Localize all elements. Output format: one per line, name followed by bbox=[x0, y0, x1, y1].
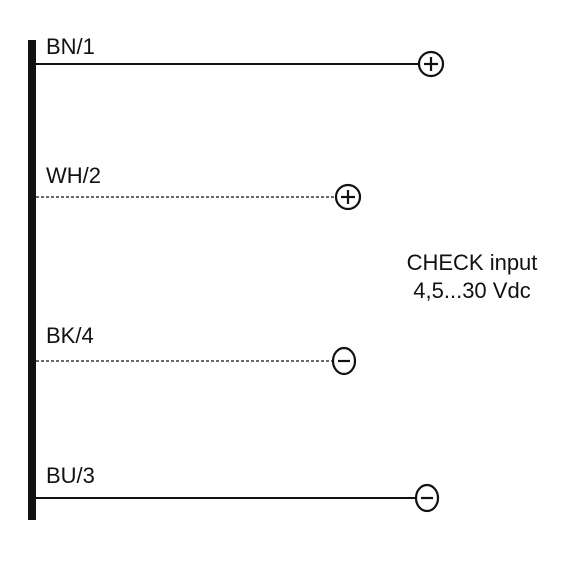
cable-bus bbox=[28, 40, 36, 520]
minus-terminal-icon bbox=[331, 346, 357, 376]
wire-bn1: BN/1 bbox=[36, 34, 445, 78]
note-line-2: 4,5...30 Vdc bbox=[413, 278, 530, 303]
minus-terminal-icon bbox=[414, 483, 440, 513]
plus-terminal-icon bbox=[417, 50, 445, 78]
wire-label-wh2: WH/2 bbox=[46, 163, 101, 188]
note-line-1: CHECK input bbox=[407, 250, 538, 275]
wire-wh2: WH/2 bbox=[36, 163, 362, 211]
wire-label-bu3: BU/3 bbox=[46, 463, 95, 488]
plus-terminal-icon bbox=[334, 183, 362, 211]
check-input-note: CHECK input 4,5...30 Vdc bbox=[407, 250, 538, 303]
wire-bu3: BU/3 bbox=[36, 463, 440, 513]
wire-label-bn1: BN/1 bbox=[46, 34, 95, 59]
wire-bk4: BK/4 bbox=[36, 323, 357, 376]
wire-label-bk4: BK/4 bbox=[46, 323, 94, 348]
